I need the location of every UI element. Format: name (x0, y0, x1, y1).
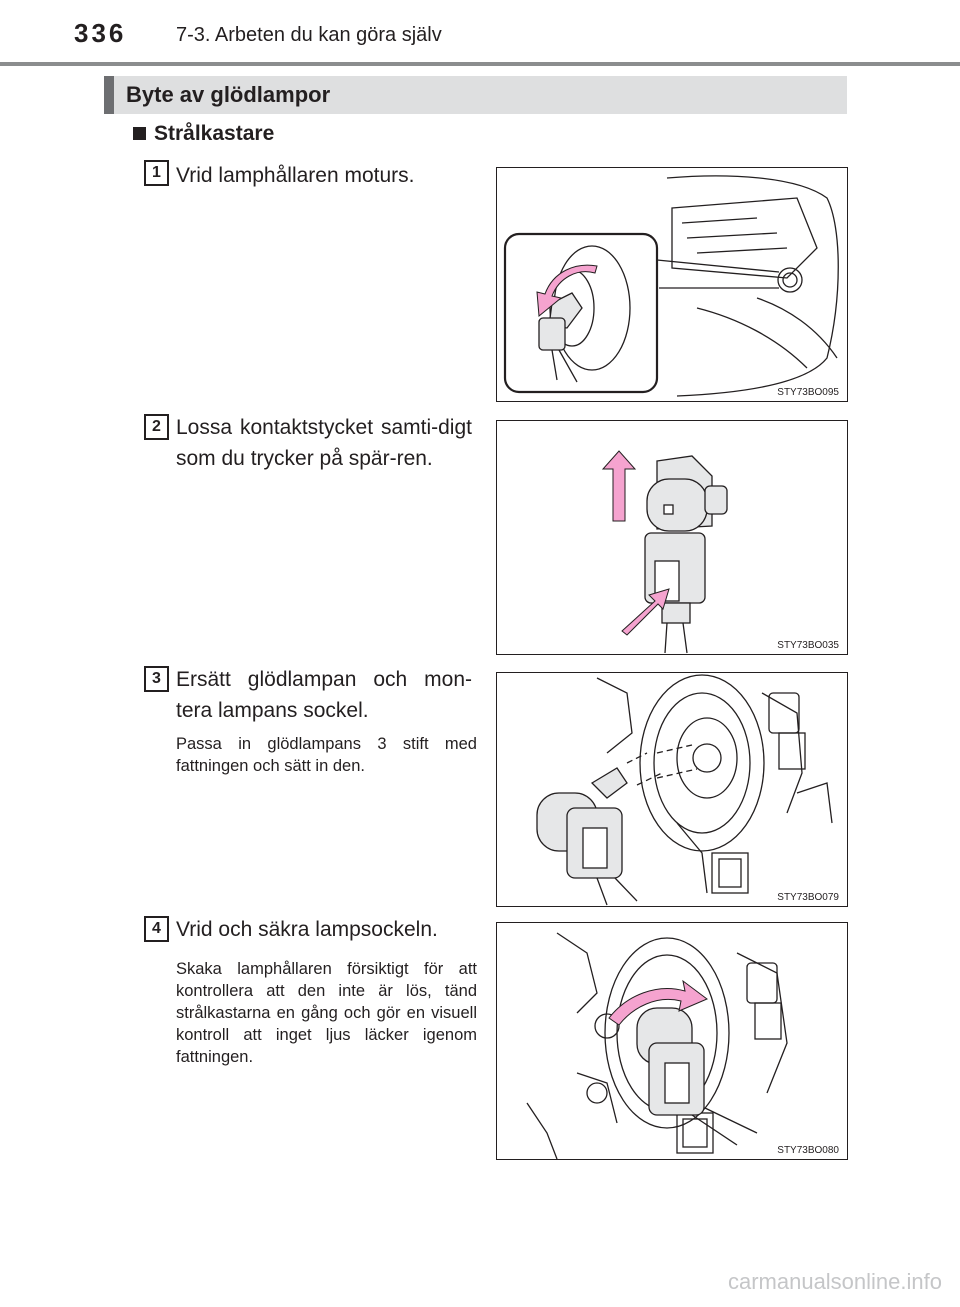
step-text-1: Vrid lamphållaren moturs. (176, 164, 415, 187)
step-note-3: Passa in glödlampans 3 stift med fattnin… (176, 735, 477, 775)
secure-socket-illustration (526, 932, 788, 1159)
figure-code-4: STY73BO080 (775, 1145, 841, 1156)
step-badge-4: 4 (144, 916, 169, 942)
bulb-installation-illustration (536, 674, 833, 906)
subsection-title: Strålkastare (154, 122, 275, 145)
page-number: 336 (74, 18, 127, 48)
step-text-3: Ersätt glödlampan och mon-tera lampans s… (176, 668, 472, 722)
header-rule (0, 62, 960, 66)
section-accent (104, 76, 114, 114)
square-bullet-icon (133, 127, 146, 140)
step-text-2: Lossa kontaktstycket samti-digt som du t… (176, 416, 472, 470)
page-header: 336 7-3. Arbeten du kan göra själv (0, 0, 960, 66)
figure-code-2: STY73BO035 (775, 640, 841, 651)
section-title: Byte av glödlampor (126, 82, 331, 107)
figure-step-3: STY73BO079 (496, 672, 848, 907)
step-badge-2: 2 (144, 414, 169, 440)
step-badge-1: 1 (144, 160, 169, 186)
connector-release-illustration (601, 450, 728, 654)
figure-step-2: STY73BO035 (496, 420, 848, 655)
step-text-4: Vrid och säkra lampsockeln. (176, 918, 438, 941)
watermark: carmanualsonline.info (727, 1269, 942, 1294)
figure-code-3: STY73BO079 (775, 892, 841, 903)
figure-code-1: STY73BO095 (775, 387, 841, 398)
step-badge-3: 3 (144, 666, 169, 692)
section-title-bar: Byte av glödlampor (104, 76, 847, 114)
figure-step-1: STY73BO095 (496, 167, 848, 402)
figure-step-4: STY73BO080 (496, 922, 848, 1160)
subsection-heading: Strålkastare (133, 122, 274, 146)
step-note-4: Skaka lamphållaren försiktigt för att ko… (176, 960, 477, 1066)
headlight-socket-illustration (503, 175, 839, 397)
chapter-title: 7-3. Arbeten du kan göra själv (176, 24, 442, 46)
